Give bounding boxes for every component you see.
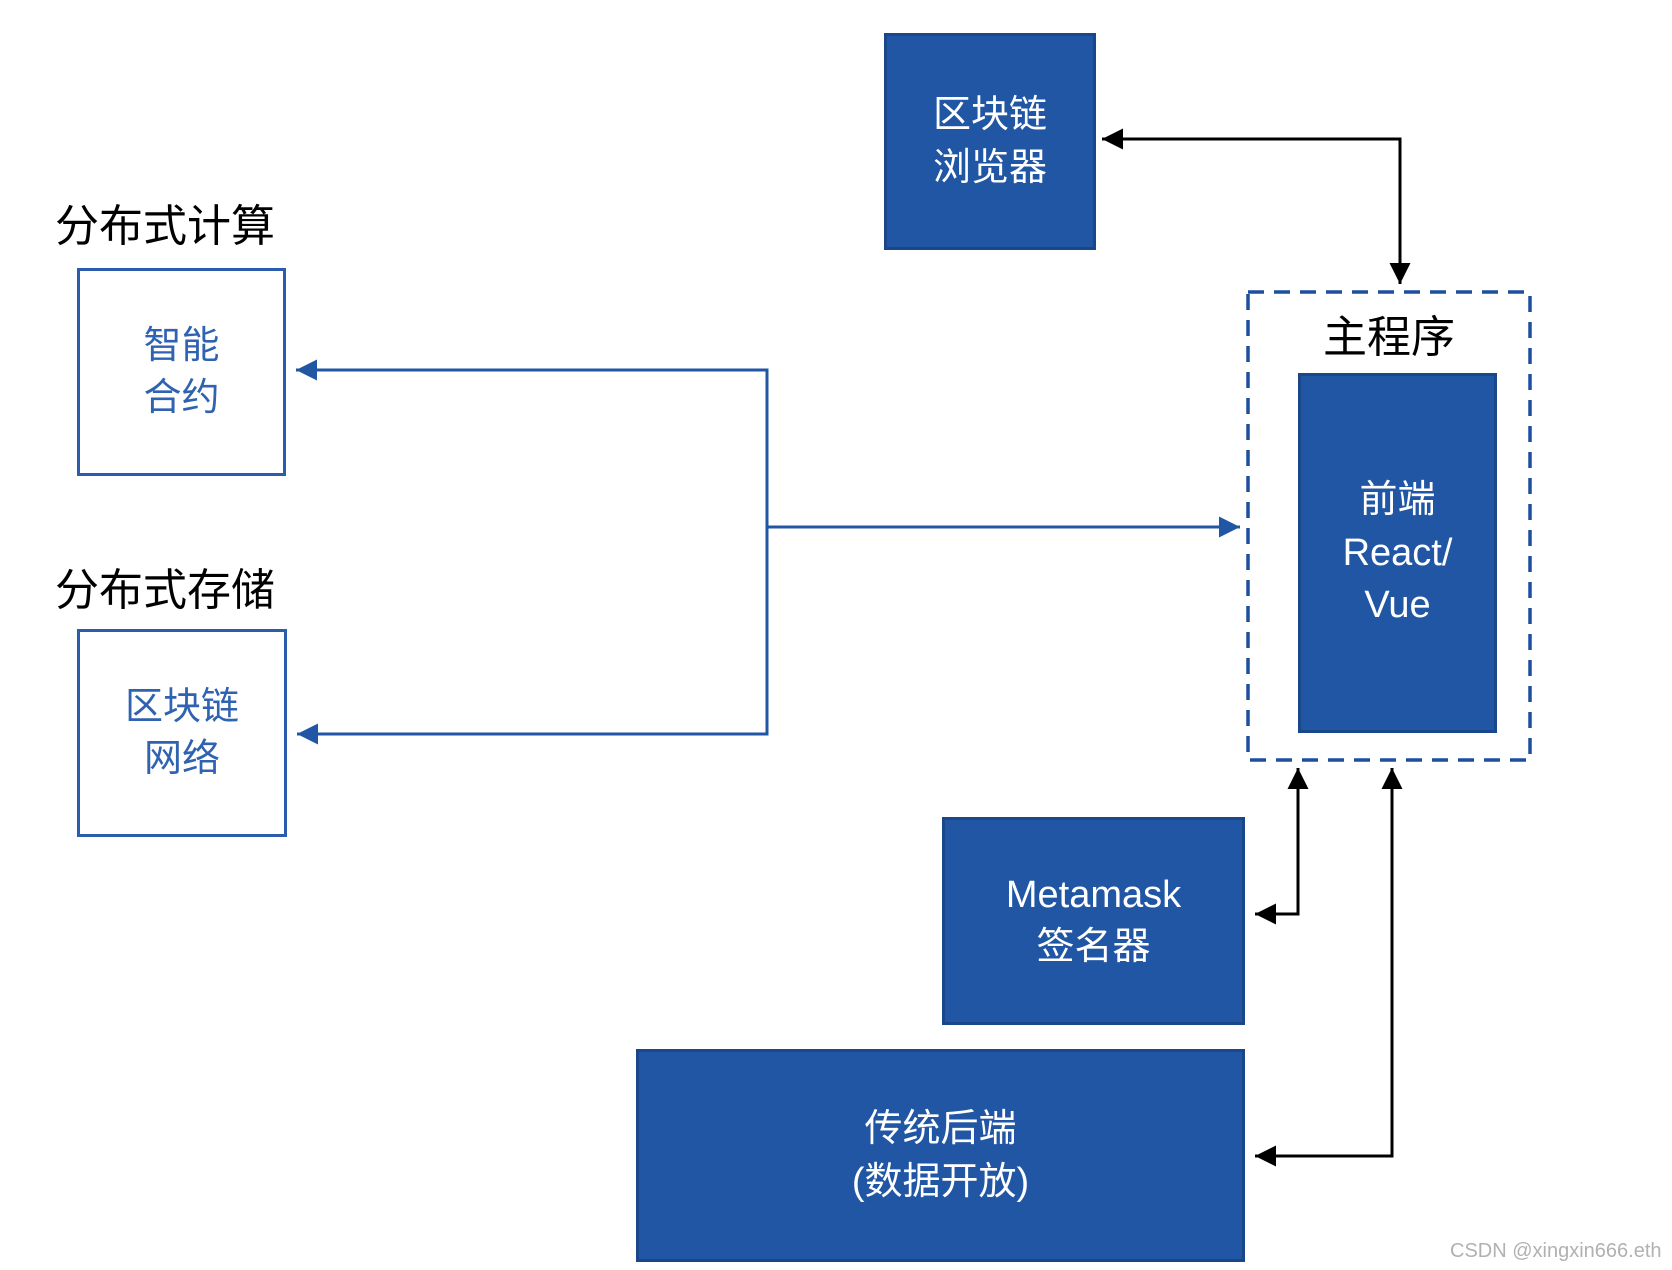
arrow-contracts-network-branch xyxy=(296,359,769,745)
watermark: CSDN @xingxin666.eth xyxy=(1450,1240,1662,1262)
node-metamask-line1: Metamask xyxy=(1005,873,1182,916)
node-frontend-line1: 前端 xyxy=(1359,479,1436,522)
node-blockchain-browser: 区块链 浏览器 xyxy=(884,33,1096,250)
label-distributed-storage: 分布式存储 xyxy=(55,566,275,615)
node-frontend: 前端 React/ Vue xyxy=(1298,373,1497,733)
node-frontend-line3: Vue xyxy=(1364,584,1431,627)
node-smart-contract-line2: 合约 xyxy=(143,377,220,419)
node-metamask: Metamask 签名器 xyxy=(942,817,1245,1025)
arrow-main-program-backend xyxy=(1255,768,1403,1167)
node-smart-contract-line1: 智能 xyxy=(143,324,220,367)
node-backend: 传统后端 (数据开放) xyxy=(636,1049,1245,1262)
node-blockchain-browser-line2: 浏览器 xyxy=(932,146,1047,189)
arrow-browser-main-program xyxy=(1102,128,1411,284)
arrow-main-program-metamask xyxy=(1255,768,1309,925)
node-blockchain-network-line2: 网络 xyxy=(143,738,220,780)
node-blockchain-network-line1: 区块链 xyxy=(124,685,239,728)
node-backend-line1: 传统后端 xyxy=(864,1108,1017,1151)
node-smart-contract: 智能 合约 xyxy=(77,268,286,476)
node-blockchain-browser-line1: 区块链 xyxy=(932,94,1047,137)
node-blockchain-network: 区块链 网络 xyxy=(77,629,287,837)
node-frontend-line2: React/ xyxy=(1342,531,1453,574)
label-distributed-computing: 分布式计算 xyxy=(55,202,275,251)
main-program-title: 主程序 xyxy=(1323,313,1455,362)
node-backend-line2: (数据开放) xyxy=(851,1160,1030,1203)
node-metamask-line2: 签名器 xyxy=(1036,926,1151,968)
